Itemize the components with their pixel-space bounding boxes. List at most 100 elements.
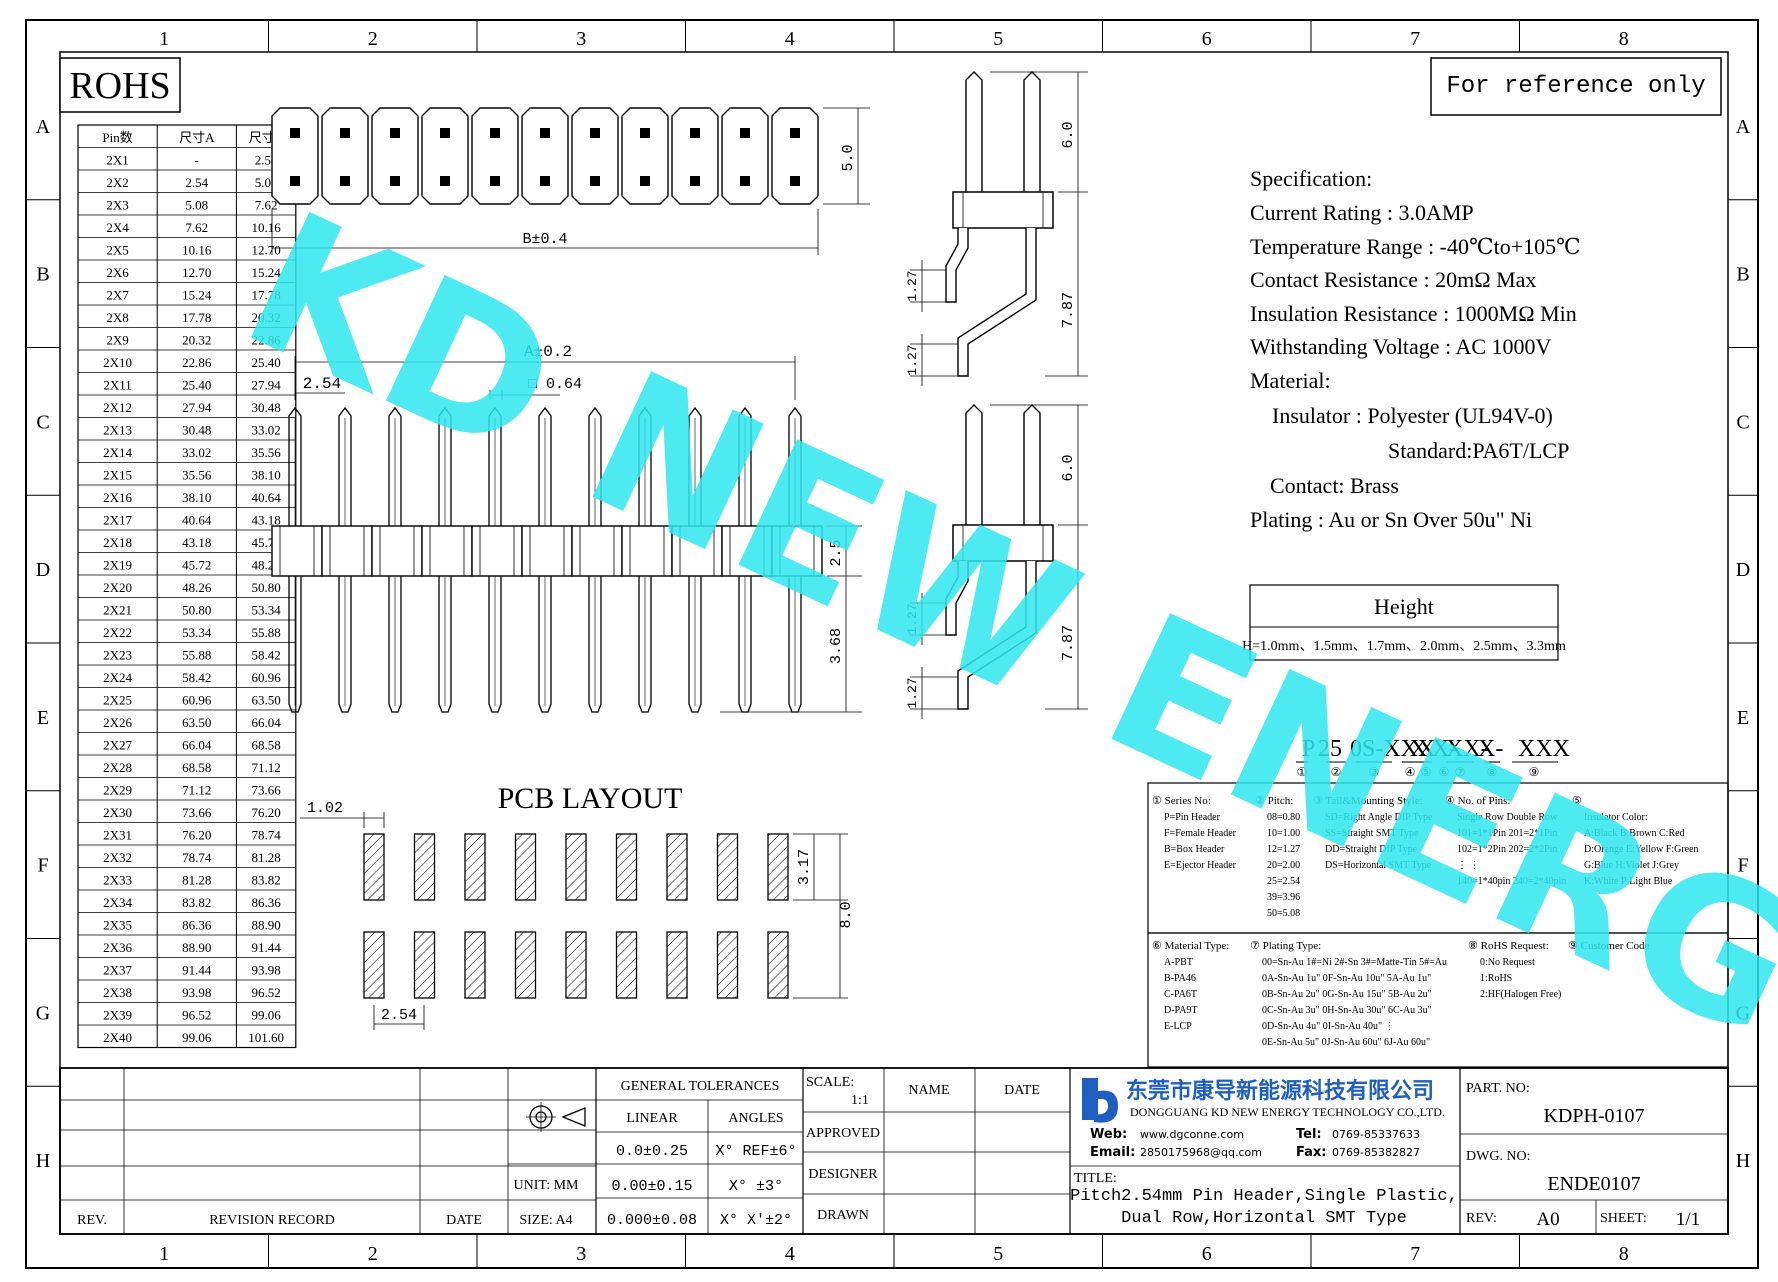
table-cell: 2X15 (103, 468, 132, 483)
header-cell (671, 107, 719, 205)
grid-col-label: 3 (576, 28, 586, 50)
table-cell: 2X22 (103, 625, 132, 640)
legend-title: ⑧ RoHS Request: (1468, 940, 1549, 952)
table-cell: 73.66 (251, 783, 281, 798)
table-cell: 22.86 (251, 333, 281, 348)
spec-line: Contact Resistance : 20mΩ Max (1250, 267, 1536, 292)
table-cell: 2X27 (103, 738, 132, 753)
table-cell: 38.10 (251, 468, 280, 483)
table-cell: 25.40 (251, 355, 280, 370)
table-cell: 40.64 (251, 490, 281, 505)
table-cell: 93.98 (251, 963, 280, 978)
table-cell: 88.90 (182, 940, 211, 955)
web-label: Web: (1090, 1127, 1127, 1142)
header-cell (571, 107, 619, 205)
part-code-segment: X- (1432, 736, 1457, 762)
pin-upper (1023, 71, 1041, 192)
email-value: 2850175968@qq.com (1140, 1146, 1262, 1159)
table-cell: 55.88 (251, 625, 280, 640)
table-cell: 66.04 (251, 715, 281, 730)
legend-item: A-PBT (1164, 957, 1193, 968)
plastic-rib (529, 525, 565, 577)
table-cell: 43.18 (182, 535, 211, 550)
sheet-value: 1/1 (1676, 1209, 1700, 1230)
top-view: 5.0B±0.4 (271, 107, 870, 255)
table-cell: 45.72 (182, 558, 211, 573)
legend-item: B=Box Header (1164, 844, 1225, 855)
table-cell: 2X12 (103, 400, 132, 415)
table-cell: 2X29 (103, 783, 132, 798)
table-cell: 25.40 (182, 378, 211, 393)
table-cell: 101.60 (248, 1030, 284, 1045)
tolerance-linear: 0.000±0.08 (607, 1212, 697, 1229)
plastic-rib (779, 525, 815, 577)
part-no-label: PART. NO: (1466, 1081, 1530, 1096)
plastic-body-segment (521, 525, 573, 577)
reference-note: For reference only (1446, 73, 1705, 100)
pcb-title: PCB LAYOUT (498, 782, 683, 815)
dimension-side-bend: 1.27 (905, 603, 920, 634)
table-cell: 96.52 (251, 985, 280, 1000)
table-cell: 43.18 (251, 513, 280, 528)
pin-square (740, 176, 750, 186)
table-cell: 71.12 (182, 783, 211, 798)
legend-item: D:Orange E:Yellow F:Green (1584, 844, 1699, 855)
pin-tail-short (945, 561, 969, 636)
table-cell: 2X30 (103, 805, 132, 820)
table-cell: 50.80 (182, 603, 211, 618)
legend-item: 39=3.96 (1267, 892, 1300, 903)
legend-item: 12=1.27 (1267, 844, 1300, 855)
pin-square (640, 176, 650, 186)
plastic-rib (629, 525, 665, 577)
pcb-pad (716, 931, 739, 999)
pin-square (440, 176, 450, 186)
legend-item: E=Ejector Header (1164, 860, 1237, 871)
grid-col-label: 8 (1619, 28, 1629, 50)
table-cell: 35.56 (251, 445, 281, 460)
table-cell: - (195, 153, 199, 168)
pin-lower (488, 576, 502, 713)
pcb-pad (363, 931, 385, 999)
front-view: 2.53.68A±0.22.54□ 0.64 (271, 343, 862, 713)
pin-square (790, 176, 800, 186)
table-cell: 60.96 (182, 693, 212, 708)
grid-row-label: D (36, 559, 50, 581)
dimension-plastic-height: 2.5 (828, 539, 845, 566)
pcb-pad (716, 833, 739, 901)
company-logo-icon (1094, 1090, 1118, 1123)
legend-item: 0E-Sn-Au 5u" 0J-Sn-Au 60u" 6J-Au 60u" (1262, 1037, 1430, 1048)
plastic-body-segment (371, 525, 423, 577)
spec-line: Temperature Range : -40℃to+105℃ (1250, 234, 1581, 259)
part-code-segment: 0S-XXX (1350, 736, 1435, 762)
spec-line: Contact: Brass (1270, 473, 1399, 498)
plastic-rib (479, 525, 515, 577)
legend-item: A:Black B:Brown C:Red (1584, 828, 1685, 839)
pin-upper (388, 406, 402, 526)
table-cell: 86.36 (251, 895, 281, 910)
legend-title: ③ Tail&Mounting Style: (1313, 795, 1423, 807)
pin-upper (688, 406, 702, 526)
header-cell (471, 107, 519, 205)
sheet-label: SHEET: (1600, 1211, 1647, 1226)
table-cell: 2X28 (103, 760, 132, 775)
table-cell: 2X33 (103, 873, 132, 888)
part-code-segment: X (1410, 736, 1427, 762)
table-cell: 33.02 (182, 445, 211, 460)
pin-lower (638, 576, 652, 713)
grid-row-label: D (1736, 559, 1750, 581)
pin-square (740, 128, 750, 138)
table-cell: 2X4 (106, 220, 129, 235)
legend-item: P=Pin Header (1164, 812, 1221, 823)
plastic-rib (679, 525, 715, 577)
table-cell: 27.94 (182, 400, 212, 415)
legend-item: 0:No Request (1480, 957, 1535, 968)
pcb-pad (615, 833, 638, 901)
legend-item: B-PA46 (1164, 973, 1196, 984)
table-cell: 7.62 (185, 220, 208, 235)
table-cell: 2X16 (103, 490, 132, 505)
specification: Specification: Current Rating : 3.0AMP T… (1250, 166, 1581, 532)
table-cell: 38.10 (182, 490, 211, 505)
tel-value: 0769-85337633 (1332, 1128, 1420, 1141)
